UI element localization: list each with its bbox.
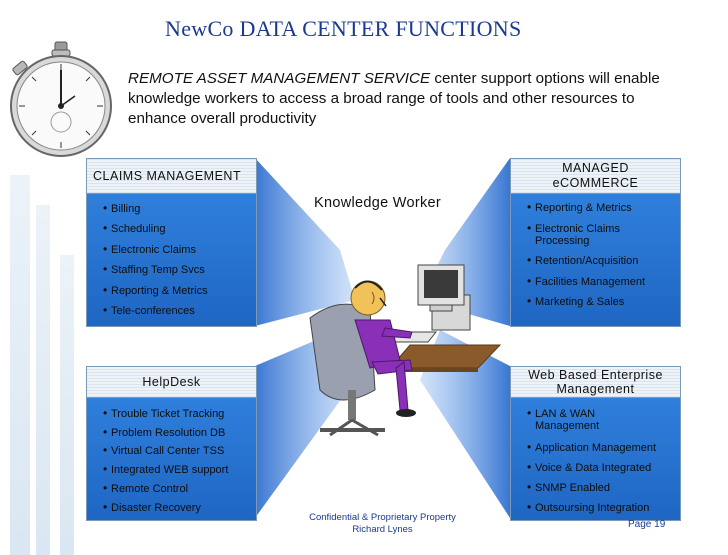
beam-enterprise (420, 330, 510, 518)
managed-ecommerce-box: MANAGED eCOMMERCE Reporting & Metrics El… (510, 158, 681, 327)
intro-paragraph: REMOTE ASSET MANAGEMENT SERVICE center s… (128, 69, 718, 129)
managed-ecommerce-title-line1: MANAGED (562, 161, 629, 175)
footer-confidential: Confidential & Proprietary Property (309, 512, 456, 523)
background-bar (36, 205, 50, 555)
claims-management-box: CLAIMS MANAGEMENT Billing Scheduling Ele… (86, 158, 257, 327)
enterprise-management-title-line2: Management (556, 382, 635, 396)
enterprise-management-header: Web Based Enterprise Management (511, 367, 680, 398)
managed-ecommerce-title-line2: eCOMMERCE (552, 176, 639, 190)
intro-line2-text: knowledge workers to access a broad rang… (128, 90, 635, 107)
helpdesk-title: HelpDesk (142, 375, 201, 389)
background-bar (60, 255, 74, 555)
claims-management-title: CLAIMS MANAGEMENT (93, 169, 242, 183)
intro-line3-text: enhance overall productivity (128, 110, 317, 127)
list-item: Disaster Recovery (103, 501, 201, 515)
service-name: REMOTE ASSET MANAGEMENT SERVICE (128, 70, 431, 87)
list-item: Application Management (527, 441, 656, 455)
list-item: Facilities Management (527, 275, 645, 289)
helpdesk-header: HelpDesk (87, 367, 256, 398)
list-item: Marketing & Sales (527, 295, 624, 309)
enterprise-management-box: Web Based Enterprise Management LAN & WA… (510, 366, 681, 521)
claims-management-body: Billing Scheduling Electronic Claims Sta… (87, 194, 256, 326)
list-item: Remote Control (103, 482, 188, 496)
list-item: Integrated WEB support (103, 463, 228, 477)
list-item: Electronic Claims (527, 222, 620, 236)
background-bar (10, 175, 30, 555)
knowledge-worker-label: Knowledge Worker (314, 195, 442, 211)
enterprise-management-body: LAN & WAN Management Application Managem… (511, 398, 680, 520)
footer-author: Richard Lynes (352, 524, 413, 535)
list-item: Reporting & Metrics (527, 201, 632, 215)
helpdesk-box: HelpDesk Trouble Ticket Tracking Problem… (86, 366, 257, 521)
list-item-continuation: Management (535, 420, 600, 432)
list-item: Virtual Call Center TSS (103, 444, 224, 458)
list-item: Scheduling (103, 222, 166, 236)
list-item: Reporting & Metrics (103, 284, 208, 298)
list-item: Problem Resolution DB (103, 426, 225, 440)
list-item: Outsoursing Integration (527, 501, 649, 515)
footer: Confidential & Proprietary Property Rich… (300, 512, 465, 536)
list-item: Staffing Temp Svcs (103, 263, 205, 277)
list-item: Electronic Claims (103, 243, 196, 257)
list-item: LAN & WAN (527, 407, 595, 421)
managed-ecommerce-body: Reporting & Metrics Electronic Claims Pr… (511, 194, 680, 326)
managed-ecommerce-header: MANAGED eCOMMERCE (511, 159, 680, 194)
list-item: Tele-conferences (103, 304, 195, 318)
stopwatch-icon (10, 41, 112, 157)
beam-claims (255, 158, 355, 326)
knowledge-worker-illustration (309, 264, 502, 437)
list-item: Voice & Data Integrated (527, 461, 651, 475)
page-number: Page 19 (628, 519, 666, 530)
enterprise-management-title-line1: Web Based Enterprise (528, 368, 663, 382)
page-title: NewCo DATA CENTER FUNCTIONS (165, 16, 522, 41)
intro-line1-text: center support options will enable (430, 70, 660, 87)
list-item-continuation: Processing (535, 235, 590, 247)
list-item: Billing (103, 202, 140, 216)
helpdesk-body: Trouble Ticket Tracking Problem Resoluti… (87, 398, 256, 520)
list-item: SNMP Enabled (527, 481, 610, 495)
list-item: Trouble Ticket Tracking (103, 407, 224, 421)
claims-management-header: CLAIMS MANAGEMENT (87, 159, 256, 194)
list-item: Retention/Acquisition (527, 254, 638, 268)
